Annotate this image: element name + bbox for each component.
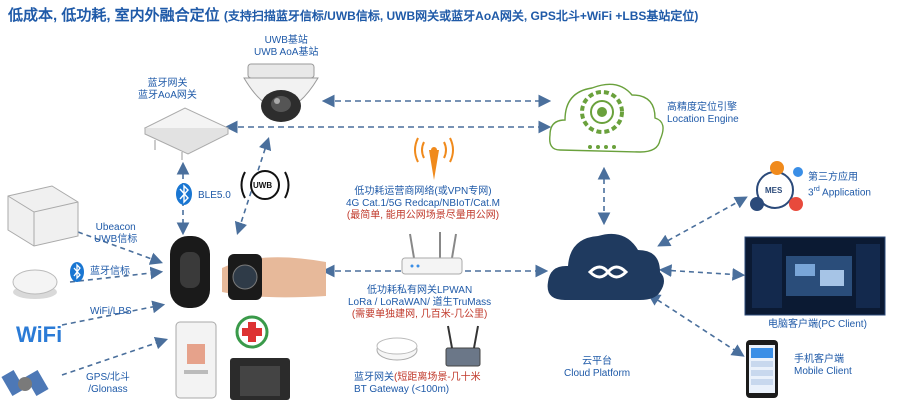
carrier-net-line1: 低功耗运营商网络(或VPN专网) [354, 186, 492, 197]
title-main: 低成本, 低功耗, 室内外融合定位 [8, 7, 220, 24]
bt-gateway-bottom-line1a: 蓝牙网关 [354, 372, 394, 383]
uwb-station-label: UWB基站 UWB AoA基站 [254, 35, 318, 59]
arrow-cloud-to-mobile [647, 293, 745, 357]
cloud-label-cn: 云平台 [582, 356, 613, 367]
round-beacon-image [12, 269, 58, 299]
location-engine-image [549, 83, 664, 153]
bt-gateway-top-line2: 蓝牙AoA网关 [138, 90, 197, 101]
engine-label-en: Location Engine [667, 114, 739, 125]
bt-beacon-label: 蓝牙信标 [90, 266, 130, 277]
bt-gateway-top-line1: 蓝牙网关 [147, 78, 188, 89]
watch-on-wrist-image [222, 254, 326, 300]
ble-label: BLE5.0 [198, 190, 231, 201]
cloud-label-en: Cloud Platform [564, 368, 631, 379]
carrier-network-label: 低功耗运营商网络(或VPN专网) 4G Cat.1/5G Redcap/NBIo… [346, 186, 500, 222]
private-network-label: 低功耗私有网关LPWAN LoRa / LoRaWAN/ 道生TruMass (… [348, 285, 491, 321]
satellite-icon [1, 369, 49, 397]
cloud-platform-image [547, 233, 664, 300]
wifi-lbs-label: WiFi/LBS [90, 306, 132, 317]
mobile-client-label: 手机客户端 Mobile Client [794, 354, 852, 378]
third-party-cn: 第三方应用 [808, 172, 858, 183]
uwb-signal-icon [240, 170, 290, 200]
uwb-badge-label: UWB [253, 181, 273, 190]
arrow-cloud-to-pc [658, 264, 746, 281]
bt-gateway-bottom-label: 蓝牙网关(短距离场景-几十米 BT Gateway (<100m) [354, 372, 481, 396]
engine-label: 高精度定位引擎 Location Engine [667, 102, 739, 126]
carrier-net-line3: (最简单, 能用公网场景尽量用公网) [346, 210, 500, 221]
industrial-tag-image [230, 358, 290, 400]
third-party-label: 第三方应用 3rd Application [808, 172, 871, 199]
third-party-en-sup: rd [813, 186, 820, 193]
mes-label: MES [765, 186, 783, 195]
third-party-en-pre: 3 [808, 187, 814, 199]
ubeacon-line2: UWB信标 [94, 234, 138, 245]
private-net-line3: (需要单独建网, 几百米-几公里) [351, 309, 488, 320]
bt-gateway-bottom-image [376, 325, 481, 367]
bt-gateway-top-label: 蓝牙网关 蓝牙AoA网关 [138, 78, 197, 102]
badge-tag-image [175, 321, 217, 399]
page-title: 低成本, 低功耗, 室内外融合定位 (支持扫描蓝牙信标/UWB信标, UWB网关… [8, 4, 698, 25]
gps-line1: GPS/北斗 [86, 372, 130, 383]
arrows-left-inputs [61, 231, 169, 376]
wifi-logo-icon: WiFi [16, 322, 62, 347]
lora-router-image [401, 232, 463, 275]
band-device-image [170, 236, 210, 308]
svg-text:WiFi: WiFi [16, 322, 62, 347]
mobile-client-cn: 手机客户端 [794, 354, 844, 365]
mobile-client-image [746, 340, 778, 398]
private-net-line2: LoRa / LoRaWAN/ 道生TruMass [348, 297, 492, 308]
bt-gateway-bottom-line2: BT Gateway (<100m) [354, 384, 450, 395]
ubeacon-label: Ubeacon UWB信标 [94, 222, 137, 246]
bluetooth-beacon-icon [70, 262, 84, 282]
third-party-en-post: Application [819, 187, 871, 199]
bt-gateway-top-image [143, 107, 230, 160]
carrier-net-line2: 4G Cat.1/5G Redcap/NBIoT/Cat.M [346, 198, 500, 209]
uwb-base-station-image [243, 63, 319, 122]
pc-client-image [744, 236, 886, 316]
pc-client-label: 电脑客户端(PC Client) [768, 319, 867, 330]
engine-label-cn: 高精度定位引擎 [667, 102, 737, 113]
cell-tower-icon [414, 137, 454, 180]
gps-line2: /Glonass [88, 384, 128, 395]
bluetooth-icon [176, 183, 192, 205]
mes-icon [750, 161, 803, 211]
title-sub: (支持扫描蓝牙信标/UWB信标, UWB网关或蓝牙AoA网关, GPS北斗+Wi… [223, 9, 699, 23]
hospital-logo-image [235, 315, 269, 349]
arrow-cloud-to-third-party [657, 196, 748, 247]
cloud-label: 云平台 Cloud Platform [564, 356, 630, 380]
mobile-client-en: Mobile Client [794, 366, 852, 377]
ubeacon-box-image [7, 185, 79, 247]
bt-gateway-bottom-line1b: (短距离场景-几十米 [394, 372, 481, 383]
gps-label: GPS/北斗 /Glonass [86, 372, 130, 396]
ubeacon-line1: Ubeacon [95, 222, 136, 233]
private-net-line1: 低功耗私有网关LPWAN [366, 285, 473, 296]
uwb-station-line1: UWB基站 [264, 35, 308, 46]
uwb-station-line2: UWB AoA基站 [254, 47, 319, 58]
